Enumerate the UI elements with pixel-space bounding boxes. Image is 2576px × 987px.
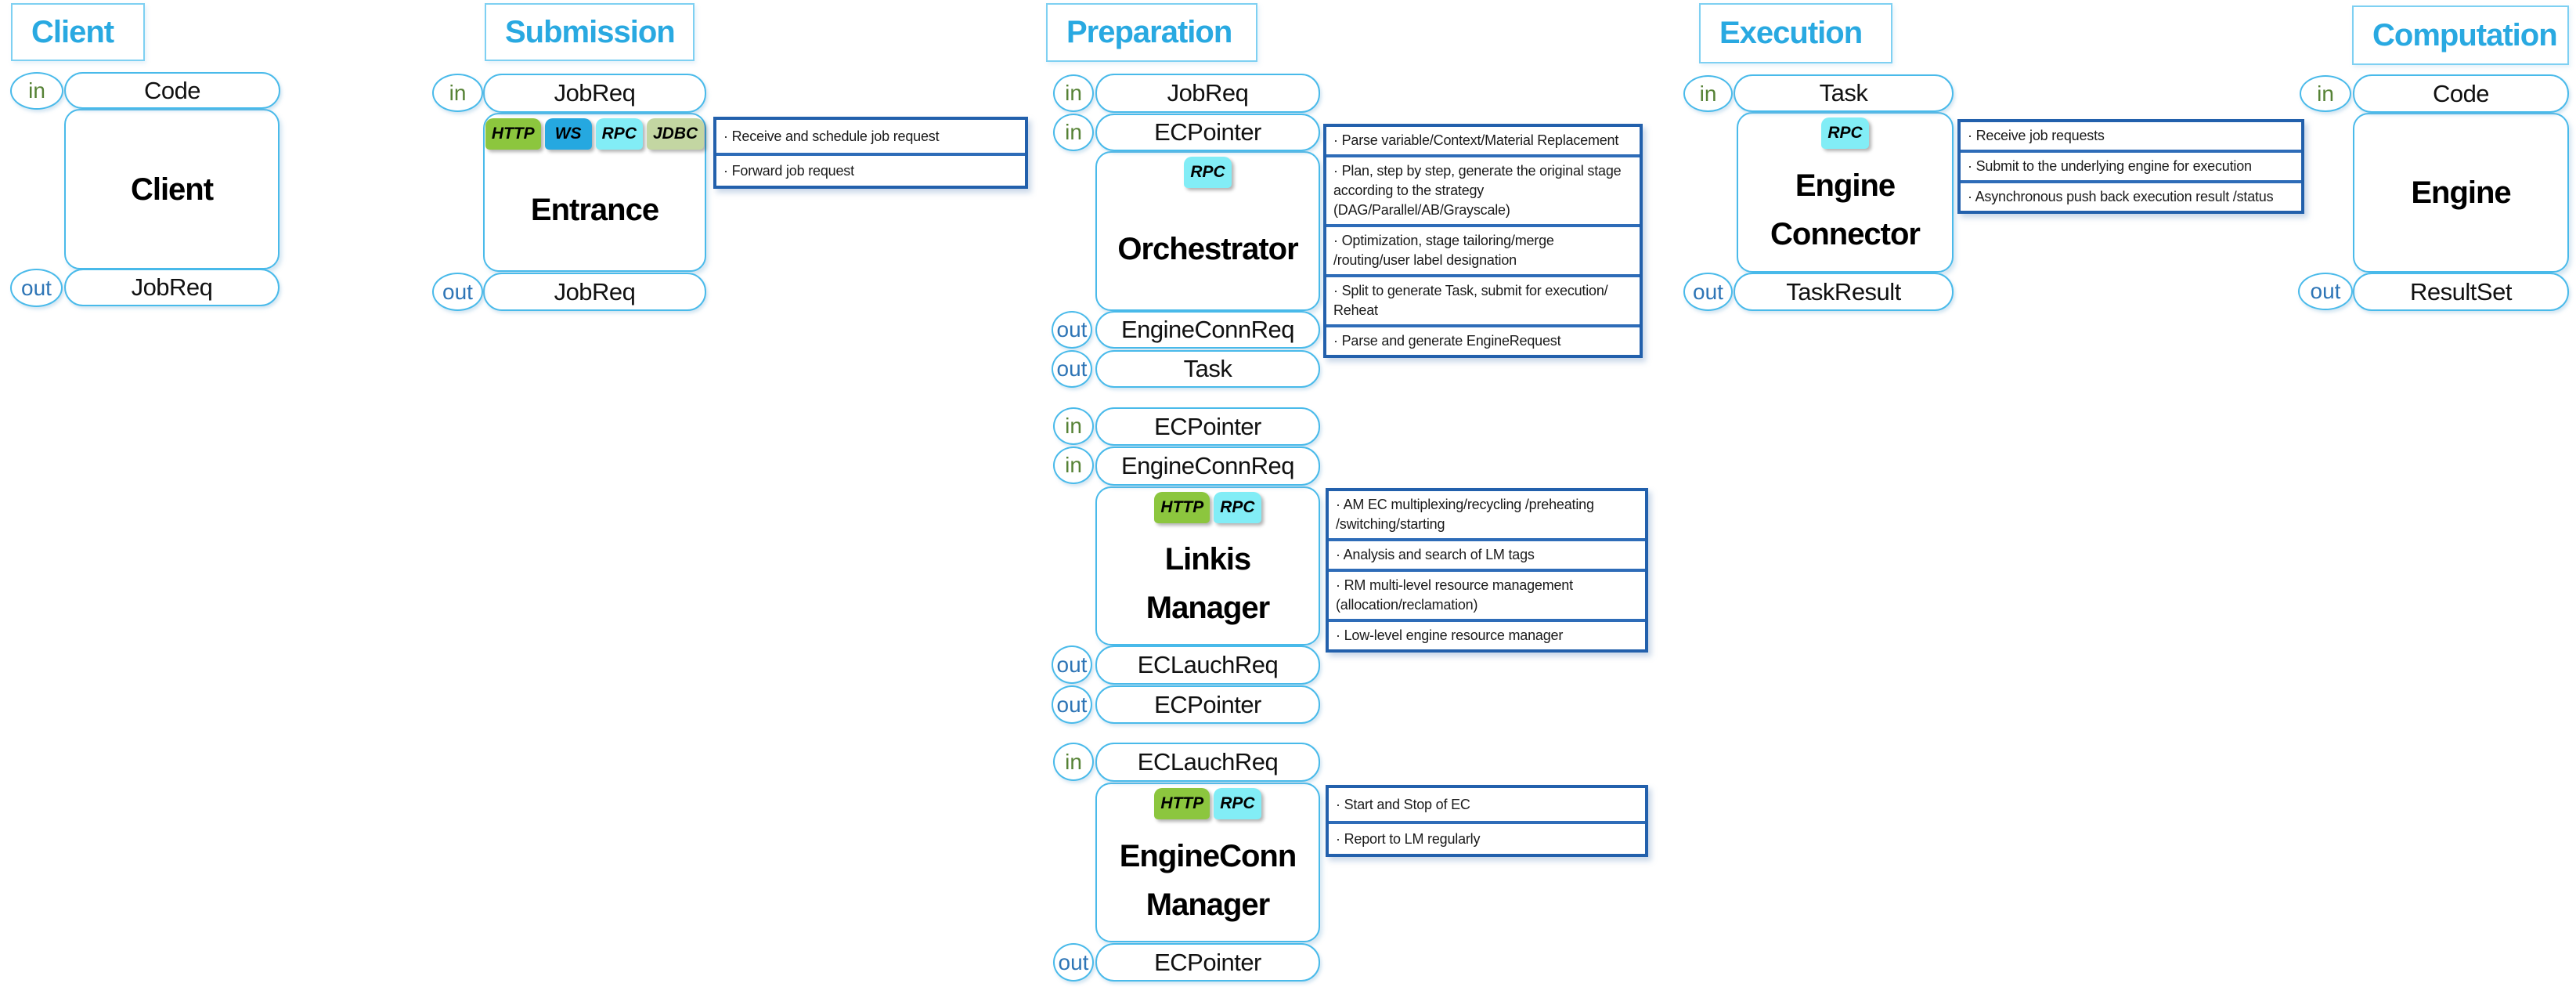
in-badge: in [2300,75,2351,112]
out-badge: out [2298,273,2353,310]
module-name: Linkis Manager [1145,542,1270,625]
port-pill-eclauchreq-in: ECLauchReq [1095,743,1320,782]
port-pill-jobreq-out: JobReq [64,269,280,306]
port-pill-jobreq-in: JobReq [1095,74,1320,113]
section-title-submission: Submission [485,3,695,61]
module-box-client: Client [64,109,280,269]
note-row: · Start and Stop of EC [1336,796,1470,812]
note-row: · Low-level engine resource manager [1329,619,1645,649]
port-pill-ecpointer-in: ECPointer [1095,114,1320,151]
port-pill-ecpointer-out: ECPointer [1095,943,1320,982]
port-pill-resultset-out: ResultSet [2353,273,2569,311]
section-title-client: Client [11,3,145,61]
module-name-wrap: Engine Connector [1738,149,1952,271]
note-row: · Parse variable/Context/Material Replac… [1333,132,1619,148]
module-name: Entrance [530,193,659,227]
port-pill-engineconnreq-in: EngineConnReq [1095,446,1320,486]
protocol-tags: RPC [1184,157,1232,188]
out-badge: out [10,269,63,307]
notes-box-linkis-manager: · AM EC multiplexing/recycling /preheati… [1326,488,1648,653]
notes-box-engineconn-manager: · Start and Stop of EC · Report to LM reg… [1326,785,1648,857]
protocol-tag-jdbc: JDBC [646,118,705,150]
note-row: · Report to LM regularly [1329,821,1645,854]
port-pill-engineconnreq-out: EngineConnReq [1095,311,1320,349]
port-pill-eclauchreq-out: ECLauchReq [1095,645,1320,685]
in-badge: in [1053,114,1094,151]
note-row: · Asynchronous push back execution resul… [1961,180,2301,211]
module-box-engine: Engine [2353,113,2569,273]
protocol-tag-http: HTTP [1154,492,1210,523]
in-badge: in [1053,446,1094,484]
out-badge: out [1052,685,1092,724]
out-badge: out [1052,350,1092,388]
protocol-tag-rpc: RPC [1821,118,1869,149]
port-pill-jobreq-out: JobReq [483,273,706,311]
note-row: · AM EC multiplexing/recycling /preheati… [1336,497,1594,532]
module-name: EngineConn Manager [1119,838,1297,922]
port-pill-ecpointer-in: ECPointer [1095,407,1320,446]
note-row: · Analysis and search of LM tags [1329,538,1645,569]
protocol-tag-rpc: RPC [1214,788,1261,819]
in-badge: in [10,72,63,110]
protocol-tag-rpc: RPC [595,118,643,150]
out-badge: out [1052,645,1092,684]
module-name: Orchestrator [1117,231,1298,266]
note-row: · Receive and schedule job request [723,128,940,144]
note-row: · Optimization, stage tailoring/merge /r… [1326,224,1640,274]
in-badge: in [432,74,483,112]
section-title-execution: Execution [1699,3,1892,63]
in-badge: in [1053,743,1094,781]
module-name: Engine [2411,175,2511,210]
notes-box-orchestrator: · Parse variable/Context/Material Replac… [1323,124,1643,358]
port-pill-code-in: Code [2353,74,2569,113]
out-badge: out [1683,273,1733,311]
note-row: · Split to generate Task, submit for exe… [1326,274,1640,324]
note-row: · Parse and generate EngineRequest [1326,324,1640,355]
protocol-tag-http: HTTP [485,118,541,150]
out-badge: out [432,273,483,311]
port-pill-jobreq-in: JobReq [483,74,706,113]
in-badge: in [1053,74,1094,112]
in-badge: in [1683,75,1733,112]
module-box-engine-connector: RPC Engine Connector [1737,112,1954,273]
note-row: · Plan, step by step, generate the origi… [1326,154,1640,224]
out-badge: out [1053,943,1094,982]
out-badge: out [1052,311,1092,349]
module-name-wrap: Engine [2354,114,2567,271]
module-name-wrap: Entrance [485,150,705,270]
module-name-wrap: Linkis Manager [1097,523,1319,644]
module-name-wrap: EngineConn Manager [1097,819,1319,941]
note-row: · RM multi-level resource management (al… [1329,569,1645,619]
notes-box-engine-connector: · Receive job requests · Submit to the un… [1957,119,2304,214]
section-title-computation: Computation [2352,5,2569,65]
note-row: · Forward job request [716,153,1025,186]
note-row: · Receive job requests [1968,128,2105,143]
note-row: · Submit to the underlying engine for ex… [1961,150,2301,180]
protocol-tag-ws: WS [544,118,592,150]
port-pill-task-out: Task [1095,350,1320,388]
notes-box-entrance: · Receive and schedule job request · Forw… [713,117,1028,189]
protocol-tag-rpc: RPC [1184,157,1232,188]
port-pill-ecpointer-out: ECPointer [1095,685,1320,724]
module-name: Engine Connector [1770,168,1921,251]
port-pill-taskresult-out: TaskResult [1734,273,1954,311]
protocol-tag-http: HTTP [1154,788,1210,819]
module-name: Client [130,172,214,207]
port-pill-code-in: Code [64,72,280,109]
in-badge: in [1053,407,1094,445]
module-name-wrap: Client [66,110,278,268]
protocol-tags: RPC [1821,118,1869,149]
section-title-preparation: Preparation [1046,3,1257,62]
protocol-tag-rpc: RPC [1214,492,1261,523]
module-box-orchestrator: RPC Orchestrator [1095,151,1320,311]
port-pill-task-in: Task [1734,74,1954,112]
module-name-wrap: Orchestrator [1097,188,1319,309]
